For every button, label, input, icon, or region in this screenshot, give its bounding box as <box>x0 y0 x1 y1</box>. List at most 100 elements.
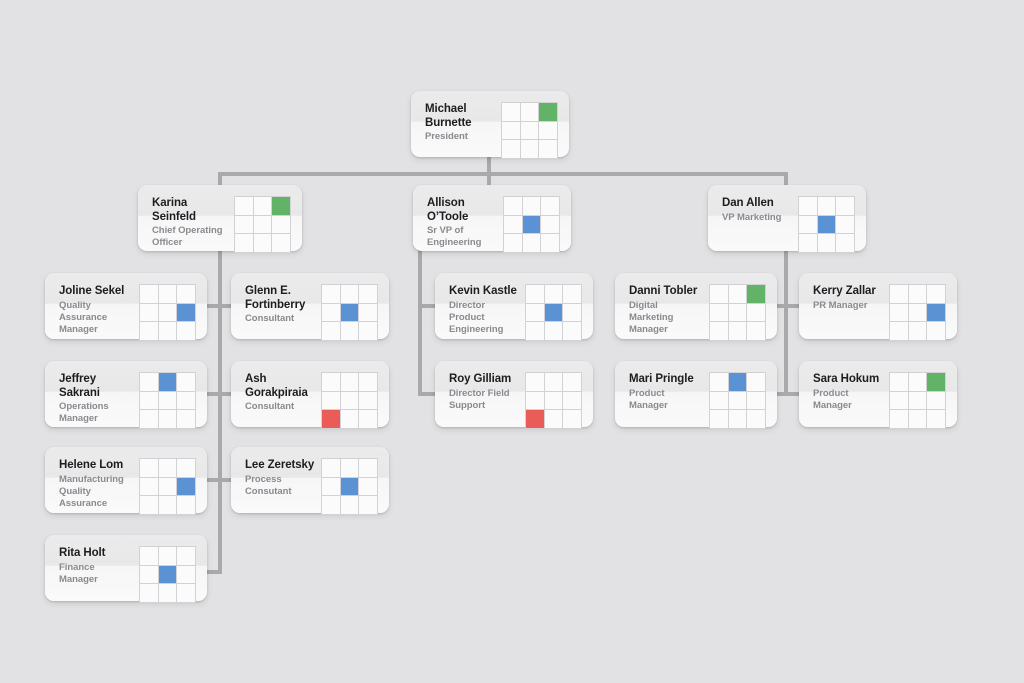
connector-trunk-marketing <box>784 248 788 396</box>
status-swatch-grid[interactable] <box>321 284 378 341</box>
org-node-name: Lee Zeretsky <box>245 459 315 471</box>
status-swatch-grid[interactable] <box>503 196 560 253</box>
swatch-cell-active <box>526 410 544 428</box>
swatch-cell <box>927 391 945 410</box>
org-node-glenn-fortinberry[interactable]: Glenn E. Fortinberry Consultant <box>231 273 389 341</box>
swatch-cell <box>563 410 581 428</box>
org-node-helene-lom[interactable]: Helene Lom Manufacturing Quality Assuran… <box>45 447 207 515</box>
swatch-cell <box>177 547 195 565</box>
swatch-cell <box>140 459 158 477</box>
org-node-kerry-zallar[interactable]: Kerry Zallar PR Manager <box>799 273 957 341</box>
status-swatch-grid[interactable] <box>139 372 196 429</box>
org-node-role: Consultant <box>245 313 295 324</box>
connector-stub-kerry <box>786 304 800 308</box>
swatch-cell <box>747 391 765 410</box>
org-node-text: Dan Allen VP Marketing <box>722 195 792 224</box>
swatch-cell <box>544 322 563 340</box>
swatch-cell <box>526 391 544 410</box>
swatch-cell <box>340 373 359 391</box>
swatch-cell-active <box>817 215 836 234</box>
swatch-cell-active <box>272 197 290 215</box>
status-swatch-grid[interactable] <box>525 372 582 429</box>
swatch-cell <box>563 322 581 340</box>
connector-stub-jeffrey <box>206 392 220 396</box>
status-swatch-grid[interactable] <box>139 458 196 515</box>
status-swatch-grid[interactable] <box>139 284 196 341</box>
org-node-lee-zeretsky[interactable]: Lee Zeretsky Process Consutant <box>231 447 389 515</box>
swatch-cell <box>520 121 539 140</box>
org-node-name: Roy Gilliam <box>449 373 512 385</box>
org-node-roy-gilliam[interactable]: Roy Gilliam Director Field Support <box>435 361 593 429</box>
connector-president-stem <box>487 157 491 177</box>
org-node-name: Joline Sekel <box>59 285 125 297</box>
org-node-kevin-kastle[interactable]: Kevin Kastle Director Product Engineerin… <box>435 273 593 341</box>
org-node-joline-sekel[interactable]: Joline Sekel Quality Assurance Manager <box>45 273 207 341</box>
org-node-svp-engineering[interactable]: Allison O’Toole Sr VP of Engineering <box>413 185 571 253</box>
status-swatch-grid[interactable] <box>234 196 291 253</box>
swatch-cell <box>177 565 195 584</box>
connector-stub-roy <box>420 392 436 396</box>
status-swatch-grid[interactable] <box>321 458 378 515</box>
swatch-cell <box>710 285 728 303</box>
org-node-role: PR Manager <box>813 299 868 311</box>
swatch-cell <box>158 391 177 410</box>
status-swatch-grid[interactable] <box>889 284 946 341</box>
swatch-cell <box>728 322 747 340</box>
swatch-cell <box>140 410 158 428</box>
status-swatch-grid[interactable] <box>525 284 582 341</box>
org-node-mari-pringle[interactable]: Mari Pringle Product Manager <box>615 361 777 429</box>
org-node-coo[interactable]: Karina Seinfeld Chief Operating Officer <box>138 185 302 253</box>
org-node-jeffrey-sakrani[interactable]: Jeffrey Sakrani Operations Manager <box>45 361 207 429</box>
org-node-role: Director Field Support <box>449 387 510 411</box>
org-node-rita-holt[interactable]: Rita Holt Finance Manager <box>45 535 207 603</box>
swatch-cell <box>526 373 544 391</box>
connector-stub-ash <box>220 392 234 396</box>
swatch-cell <box>140 391 158 410</box>
swatch-cell <box>728 303 747 322</box>
swatch-cell <box>359 459 377 477</box>
org-node-name: Glenn E. Fortinberry <box>245 285 306 311</box>
swatch-cell <box>177 584 195 602</box>
status-swatch-grid[interactable] <box>321 372 378 429</box>
status-swatch-grid[interactable] <box>501 102 558 159</box>
connector-top-bus <box>218 172 788 176</box>
status-swatch-grid[interactable] <box>139 546 196 603</box>
status-swatch-grid[interactable] <box>709 372 766 429</box>
swatch-cell <box>799 215 817 234</box>
swatch-cell-active <box>340 303 359 322</box>
swatch-cell <box>140 584 158 602</box>
org-node-danni-tobler[interactable]: Danni Tobler Digital Marketing Manager <box>615 273 777 341</box>
swatch-cell <box>253 234 272 252</box>
swatch-cell <box>177 496 195 514</box>
swatch-cell <box>177 391 195 410</box>
swatch-cell <box>836 234 854 252</box>
swatch-cell <box>140 303 158 322</box>
status-swatch-grid[interactable] <box>709 284 766 341</box>
org-node-ash-gorakpiraia[interactable]: Ash Gorakpiraia Consultant <box>231 361 389 429</box>
swatch-cell <box>340 322 359 340</box>
org-node-role: Manufacturing Quality Assurance <box>59 473 124 509</box>
org-node-name: Mari Pringle <box>629 373 694 385</box>
swatch-cell <box>322 391 340 410</box>
org-node-name: Ash Gorakpiraia <box>245 373 308 399</box>
status-swatch-grid[interactable] <box>889 372 946 429</box>
status-swatch-grid[interactable] <box>798 196 855 253</box>
org-node-role: VP Marketing <box>722 211 782 223</box>
swatch-cell <box>322 459 340 477</box>
org-node-role: Sr VP of Engineering <box>427 225 482 248</box>
org-node-sara-hokum[interactable]: Sara Hokum Product Manager <box>799 361 957 429</box>
connector-stub-danni <box>772 304 786 308</box>
org-node-role: Process Consutant <box>245 473 292 497</box>
swatch-cell <box>526 285 544 303</box>
swatch-cell-active <box>927 373 945 391</box>
swatch-cell <box>140 565 158 584</box>
org-node-name: Helene Lom <box>59 459 124 471</box>
swatch-cell <box>158 496 177 514</box>
swatch-cell-active <box>340 477 359 496</box>
swatch-cell <box>359 391 377 410</box>
swatch-cell <box>539 121 557 140</box>
org-node-president[interactable]: Michael Burnette President <box>411 91 569 159</box>
org-node-vp-marketing[interactable]: Dan Allen VP Marketing <box>708 185 866 253</box>
swatch-cell <box>890 391 908 410</box>
swatch-cell <box>235 215 253 234</box>
